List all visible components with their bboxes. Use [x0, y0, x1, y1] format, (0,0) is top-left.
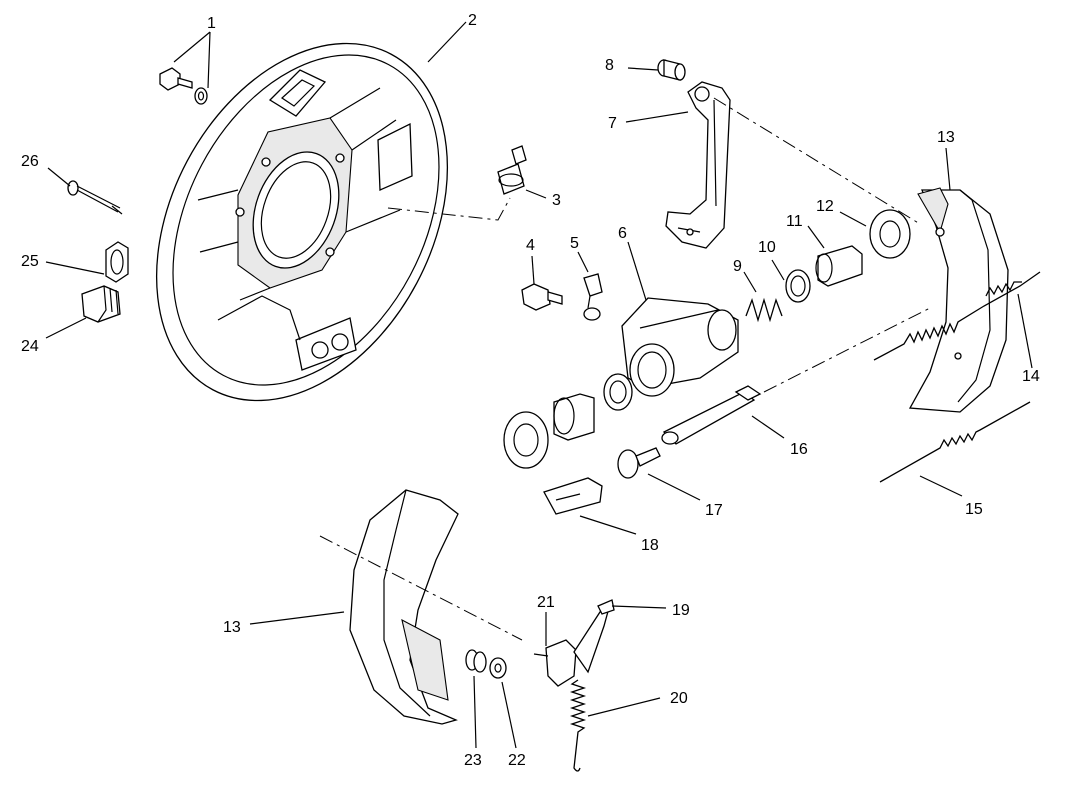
callout-26: 26 [21, 153, 39, 170]
backing-plate [155, 42, 449, 402]
return-spring-lower [879, 401, 1031, 483]
callout-17: 17 [705, 502, 723, 519]
cylinder-boot-left [503, 411, 549, 469]
callout-13-right: 13 [937, 129, 955, 146]
parking-brake-lever [665, 81, 731, 249]
callout-21: 21 [537, 594, 555, 611]
centerline-lower [319, 535, 523, 641]
callout-2: 2 [468, 12, 477, 29]
pin [657, 59, 686, 81]
grommet [81, 285, 121, 323]
callout-20: 20 [670, 690, 688, 707]
return-spring-upper [873, 271, 1041, 361]
brake-shoe-right [908, 187, 1009, 413]
cylinder-boot [869, 209, 911, 259]
callout-19: 19 [672, 602, 690, 619]
wheel-cylinder-body [621, 297, 739, 397]
callout-11: 11 [786, 213, 803, 230]
adjuster-star-wheel [617, 447, 661, 479]
bleeder-screw [497, 145, 527, 195]
centerline-plate [387, 197, 511, 221]
brake-shoe-left [349, 489, 459, 725]
adjuster-spring [569, 679, 587, 772]
callout-1: 1 [207, 15, 216, 32]
lockwasher [194, 87, 208, 105]
long-bolt [67, 180, 123, 215]
cylinder-piston-left [553, 393, 595, 441]
bolt [159, 67, 193, 91]
hold-down-spring [465, 649, 487, 673]
adjuster-screw-tube [661, 385, 762, 445]
callout-6: 6 [618, 225, 627, 242]
centerline-upper [713, 97, 921, 225]
hold-down-cup [489, 657, 507, 679]
callout-16: 16 [790, 441, 808, 458]
callout-12: 12 [816, 198, 834, 215]
adjuster-lever [533, 599, 615, 687]
cylinder-piston [815, 245, 863, 287]
callout-8: 8 [605, 57, 614, 74]
callout-14: 14 [1022, 368, 1040, 385]
adjuster-socket [543, 477, 603, 515]
centerline-wheel-cyl [763, 307, 931, 393]
callout-13-left: 13 [223, 619, 241, 636]
cylinder-cup [785, 269, 811, 303]
callout-3: 3 [552, 192, 561, 209]
callout-23: 23 [464, 752, 482, 769]
plug [105, 241, 129, 283]
callout-15: 15 [965, 501, 983, 518]
bleeder-valve [521, 283, 563, 311]
callout-5: 5 [570, 235, 579, 252]
return-spring-upper-2 [985, 281, 1022, 297]
callout-22: 22 [508, 752, 526, 769]
cylinder-cup-left [603, 373, 633, 411]
callout-25: 25 [21, 253, 39, 270]
callout-7: 7 [608, 115, 617, 132]
cylinder-spring [745, 297, 783, 323]
callout-labels: 1 2 3 4 5 6 7 8 9 10 11 12 13 14 15 16 1… [21, 12, 1040, 769]
callout-9: 9 [733, 258, 742, 275]
bleeder-cap [583, 273, 603, 321]
callout-10: 10 [758, 239, 776, 256]
callout-18: 18 [641, 537, 659, 554]
leader-lines [45, 21, 1033, 749]
callout-4: 4 [526, 237, 535, 254]
callout-24: 24 [21, 338, 39, 355]
